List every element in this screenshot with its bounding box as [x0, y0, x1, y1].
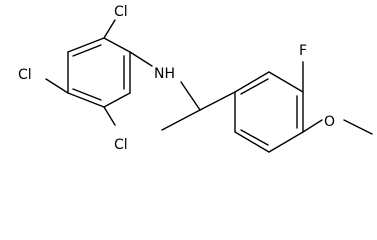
bond-ring2-a2-a3 — [268, 71, 304, 93]
bond-ring1-c3-c4 — [103, 92, 131, 108]
bond-ring2-a1-a2-inner — [240, 78, 269, 95]
bond-ring1-c4-c5-inner — [72, 88, 102, 101]
bond-ch-ring2 — [199, 91, 236, 111]
structure-diagram: Cl Cl Cl NH F O — [18, 4, 373, 153]
bond-ring1-c1-c2 — [103, 37, 131, 53]
atom-label-cl-left: Cl — [18, 67, 32, 83]
fluoro-methoxyphenyl-ring — [234, 71, 304, 153]
bond-ring2-a4-a5 — [268, 131, 304, 153]
bond-ring1-c6-c1 — [67, 37, 105, 53]
bond-c5-cl-left — [45, 78, 69, 94]
atom-label-nh: NH — [154, 66, 175, 82]
atom-label-o: O — [324, 114, 335, 130]
bond-ring2-a5-a6-inner — [240, 129, 269, 146]
molecule-drawing: Cl Cl Cl NH F O — [18, 4, 373, 153]
trichlorophenyl-ring — [67, 37, 131, 108]
bond-ring2-a5-a6 — [234, 131, 270, 153]
bond-c2-nh — [129, 51, 153, 67]
bond-c1-cl-top — [103, 19, 116, 39]
bond-o-methyl — [343, 119, 373, 135]
atom-label-cl-bottom: Cl — [114, 137, 128, 153]
bond-ring2-a1-a2 — [234, 71, 270, 93]
bond-ch-methyl — [161, 109, 201, 131]
bond-a4-o — [302, 119, 323, 133]
bond-nh-ch — [180, 81, 201, 111]
atom-label-f: F — [299, 43, 307, 59]
bond-ring1-c4-c5 — [67, 92, 105, 108]
bond-c4-cl-bottom — [103, 106, 116, 126]
atom-label-cl-top: Cl — [114, 4, 128, 20]
bond-ring1-c6-c1-inner — [72, 44, 102, 57]
